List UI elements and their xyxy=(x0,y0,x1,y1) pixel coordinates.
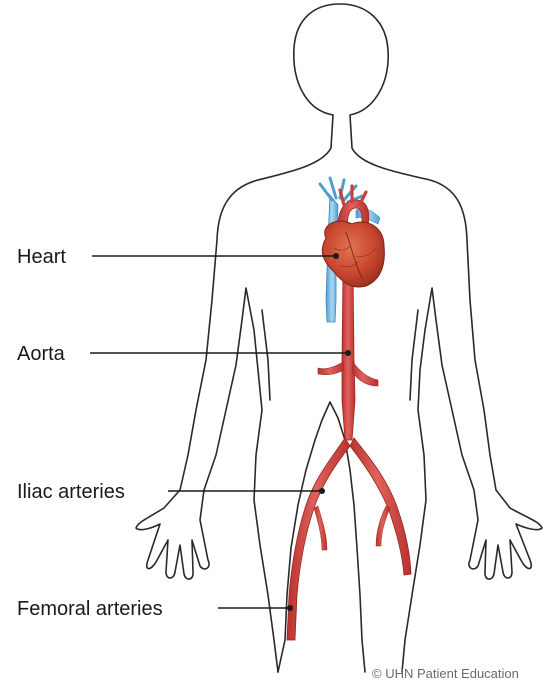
leader-iliac-dot xyxy=(319,488,325,494)
label-femoral-arteries: Femoral arteries xyxy=(17,598,163,620)
leader-aorta-dot xyxy=(345,350,351,356)
leader-femoral-dot xyxy=(287,605,293,611)
label-iliac-arteries: Iliac arteries xyxy=(17,481,125,503)
leader-heart-dot xyxy=(333,253,339,259)
body-outline xyxy=(136,4,542,672)
label-aorta: Aorta xyxy=(17,343,66,365)
copyright-notice: © UHN Patient Education xyxy=(372,666,519,681)
label-heart: Heart xyxy=(17,246,66,268)
